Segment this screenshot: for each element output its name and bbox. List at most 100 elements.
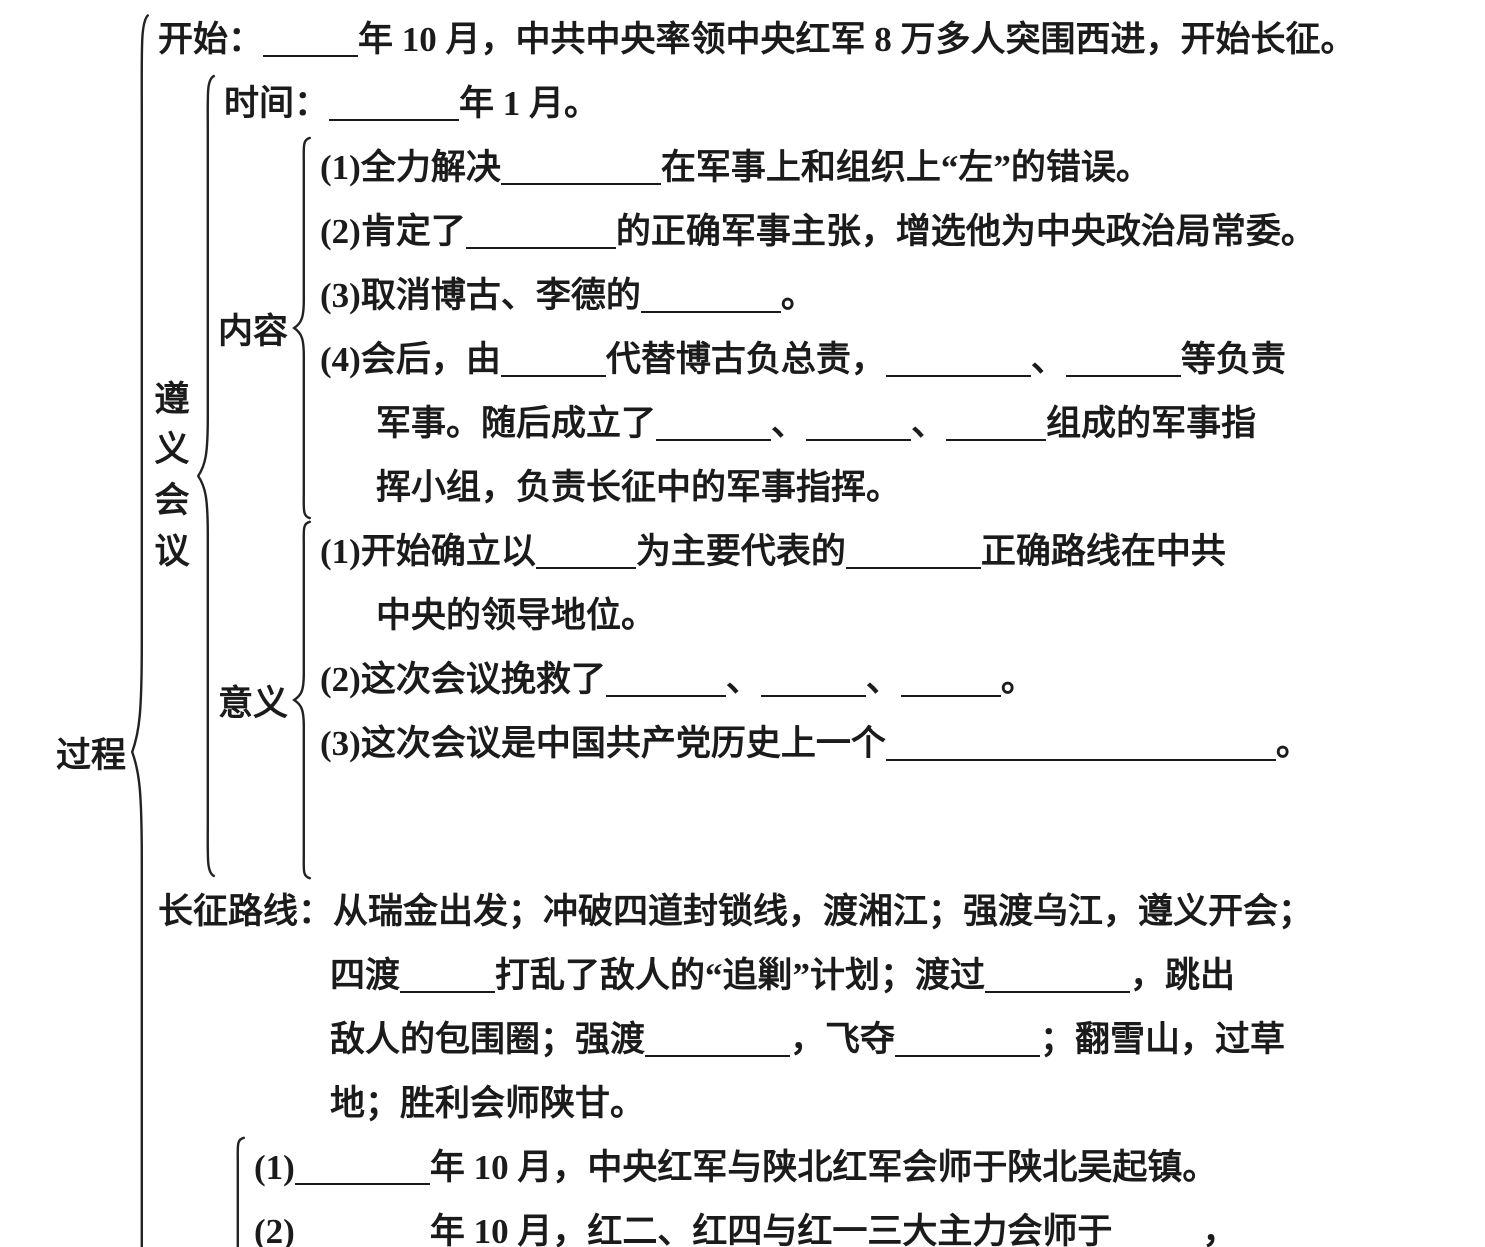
text-run: 。 (1275, 724, 1311, 763)
meaning-brace-icon (290, 520, 314, 880)
text-run: 年 10 月，中央红军与陕北红军会师于陕北吴起镇。 (429, 1148, 1218, 1187)
fill-in-blank (640, 281, 781, 313)
text-run: 组成的军事指 (1046, 404, 1257, 443)
text-run: 军事。随后成立了 (376, 404, 657, 443)
content-brace-icon (290, 136, 314, 520)
content-item-2: (2)肯定了 的正确军事主张，增选他为中央政治局常委。 (314, 200, 1316, 264)
huishi-item-2-line-1: (2) 年 10 月，红二、红四与红一三大主力会师于 ， (248, 1200, 1237, 1247)
meaning-label: 意义 (218, 683, 289, 723)
root-content: 开始： 年 10 月，中共中央率领中央红军 8 万多人突围西进，开始长征。 遵义会… (152, 8, 1356, 1247)
text-run: (2) (254, 1212, 295, 1247)
start-line: 开始： 年 10 月，中共中央率领中央红军 8 万多人突围西进，开始长征。 (152, 8, 1356, 72)
text-run: (4)会后，由 (320, 340, 501, 379)
text-run: 、 (1030, 340, 1066, 379)
text-run: 在军事上和组织上“左”的错误。 (660, 148, 1151, 187)
content-item-1: (1)全力解决 在军事上和组织上“左”的错误。 (314, 136, 1316, 200)
text-run: 、 (725, 660, 761, 699)
text-run: (3)取消博古、李德的 (320, 276, 641, 315)
fill-in-blank (885, 729, 1276, 761)
fill-in-blank (985, 961, 1131, 993)
fill-in-blank (263, 25, 359, 57)
text-run: 开始： (158, 20, 264, 59)
content-item-4-line-3: 挥小组，负责长征中的军事指挥。 (314, 456, 1316, 520)
text-run: (1)全力解决 (320, 148, 501, 187)
text-run: 。 (780, 276, 816, 315)
text-run: ， (1202, 1212, 1238, 1247)
fill-in-blank (806, 409, 912, 441)
fill-in-blank (885, 345, 1031, 377)
fill-in-blank (500, 153, 661, 185)
text-run: (2)这次会议挽救了 (320, 660, 606, 699)
fill-in-blank (760, 665, 866, 697)
route-line-3: 敌人的包围圈；强渡 ，飞夺 ；翻雪山，过草 (152, 1008, 1356, 1072)
meaning-group: 意义 (1)开始确立以为主要代表的正确路线在中共 中央的领导地位。 (2)这次会… (218, 520, 1316, 880)
text-run: 年 1 月。 (459, 84, 600, 123)
fill-in-blank (465, 217, 616, 249)
zunyi-time-line: 时间： 年 1 月。 (218, 72, 1316, 136)
fill-in-blank (656, 409, 772, 441)
fill-in-blank (845, 537, 981, 569)
zunyi-brace-icon (194, 72, 218, 880)
meaning-items: (1)开始确立以为主要代表的正确路线在中共 中央的领导地位。 (2)这次会议挽救… (314, 520, 1311, 880)
text-run: 四渡 (330, 956, 401, 995)
zunyi-content: 时间： 年 1 月。 内容 (1)全力解决 在军事上和组织上“左”的错误。 (2)肯… (218, 72, 1316, 880)
fill-in-blank (294, 1153, 430, 1185)
text-run: 年 10 月，中共中央率领中央红军 8 万多人突围西进，开始长征。 (358, 20, 1356, 59)
text-run: 时间： (224, 84, 330, 123)
content-item-4-line-2: 军事。随后成立了 、 、 组成的军事指 (314, 392, 1316, 456)
text-run: 长征路线：从瑞金出发；冲破四道封锁线，渡湘江；强渡乌江，遵义开会； (158, 892, 1314, 931)
huishi-group: 会师 (1)年 10 月，中央红军与陕北红军会师于陕北吴起镇。 (2)年 10 … (152, 1136, 1356, 1247)
route-line-1: 长征路线：从瑞金出发；冲破四道封锁线，渡湘江；强渡乌江，遵义开会； (152, 880, 1356, 944)
fill-in-blank (1112, 1217, 1202, 1247)
text-run: (1)开始确立以 (320, 532, 536, 571)
text-run: 地；胜利会师陕甘。 (330, 1084, 646, 1123)
fill-in-blank (295, 1217, 430, 1247)
fill-in-blank (645, 1025, 791, 1057)
content-group: 内容 (1)全力解决 在军事上和组织上“左”的错误。 (2)肯定了 的正确军事主张，… (218, 136, 1316, 520)
content-items: (1)全力解决 在军事上和组织上“左”的错误。 (2)肯定了 的正确军事主张，增选他… (314, 136, 1316, 520)
text-run: ；翻雪山，过草 (1040, 1020, 1286, 1059)
fill-in-blank (1065, 345, 1181, 377)
text-run: ，飞夺 (790, 1020, 896, 1059)
text-run: (1) (254, 1148, 295, 1187)
route-paragraph: 长征路线：从瑞金出发；冲破四道封锁线，渡湘江；强渡乌江，遵义开会； 四渡 打乱了敌… (152, 880, 1356, 1136)
text-run: 、 (911, 404, 947, 443)
text-run: 敌人的包围圈；强渡 (330, 1020, 646, 1059)
content-label: 内容 (218, 311, 289, 351)
huishi-item-1: (1) 年 10 月，中央红军与陕北红军会师于陕北吴起镇。 (248, 1136, 1237, 1200)
meaning-item-1-line-2: 中央的领导地位。 (314, 584, 1311, 648)
text-run: 。 (1000, 660, 1036, 699)
text-run: 中央的领导地位。 (376, 596, 657, 635)
fill-in-blank (605, 665, 726, 697)
text-run: 年 10 月，红二、红四与红一三大主力会师于 (429, 1212, 1113, 1247)
fill-in-blank (895, 1025, 1041, 1057)
huishi-brace-icon (224, 1136, 248, 1247)
huishi-items: (1) 年 10 月，中央红军与陕北红军会师于陕北吴起镇。 (2) 年 10 月，红… (248, 1136, 1237, 1247)
meaning-item-1-line-1: (1)开始确立以为主要代表的正确路线在中共 (314, 520, 1311, 584)
content-item-4-line-1: (4)会后，由 代替博古负总责， 、 等负责 (314, 328, 1316, 392)
fill-in-blank (400, 961, 496, 993)
text-run: 为主要代表的 (635, 532, 846, 571)
fill-in-blank (535, 537, 636, 569)
root-brace-icon (128, 8, 152, 1247)
text-run: 的正确军事主张，增选他为中央政治局常委。 (615, 212, 1316, 251)
root-group: 过程 开始： 年 10 月，中共中央率领中央红军 8 万多人突围西进，开始长征。 … (56, 8, 1485, 1247)
text-run: 代替博古负总责， (605, 340, 886, 379)
zunyi-group: 遵义会议 时间： 年 1 月。 内容 (152, 72, 1356, 880)
zunyi-label: 遵义会议 (154, 379, 190, 571)
text-run: 挥小组，负责长征中的军事指挥。 (376, 468, 902, 507)
text-run: 等负责 (1180, 340, 1286, 379)
meaning-item-3: (3)这次会议是中国共产党历史上一个 。 (314, 712, 1311, 776)
route-line-4: 地；胜利会师陕甘。 (152, 1072, 1356, 1136)
root-label: 过程 (56, 735, 127, 775)
text-run: 打乱了敌人的“追剿”计划；渡过 (495, 956, 986, 995)
text-run: (2)肯定了 (320, 212, 466, 251)
fill-in-blank (329, 89, 460, 121)
text-run: 、 (865, 660, 901, 699)
fill-in-blank (946, 409, 1047, 441)
fill-in-blank (900, 665, 1001, 697)
text-run: 、 (771, 404, 807, 443)
text-run: (3)这次会议是中国共产党历史上一个 (320, 724, 886, 763)
route-line-2: 四渡打乱了敌人的“追剿”计划；渡过，跳出 (152, 944, 1356, 1008)
